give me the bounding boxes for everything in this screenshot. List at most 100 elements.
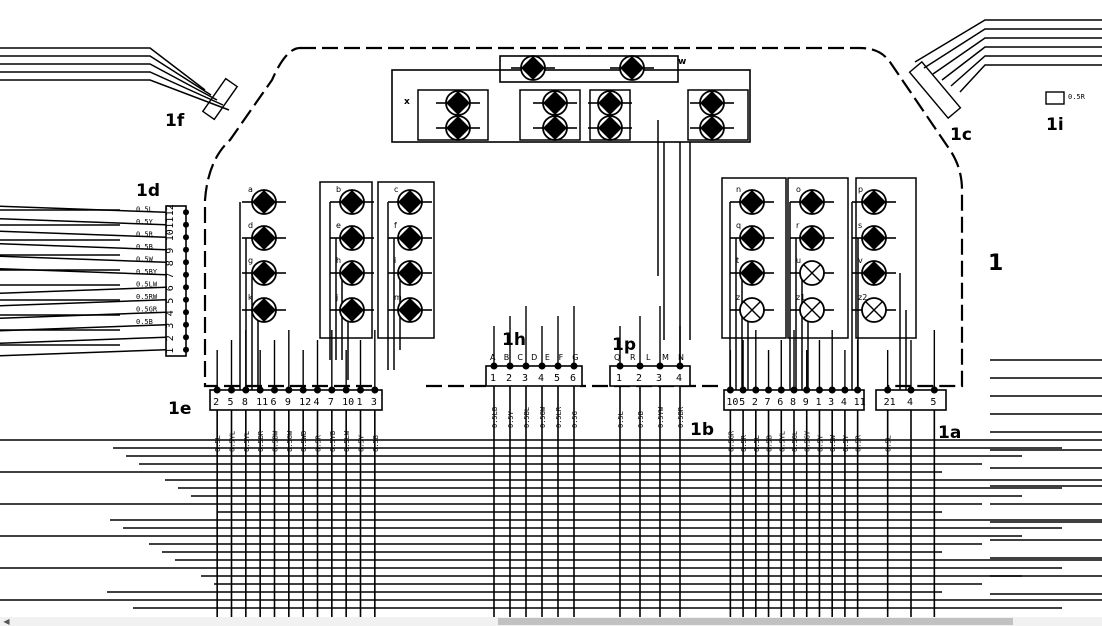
pin-label: 9 (285, 397, 291, 408)
wire-label: 0.5L (214, 435, 222, 452)
wire-label: 0.5GW (539, 406, 547, 428)
wire-label: 0.5W (829, 434, 837, 452)
lamp-top-2 (533, 90, 577, 116)
pin-label: 11 (854, 397, 866, 408)
lamp-letter: k (248, 293, 253, 302)
pin-label: 4 (907, 397, 913, 408)
label-lamp-x: x (404, 97, 410, 107)
pin-letter: A (490, 353, 496, 362)
wire-label: 0.5Y (358, 434, 366, 452)
lamp-letter: q (736, 221, 741, 230)
lamp-letter: c (394, 185, 398, 194)
pin-label: 12 (165, 204, 176, 216)
harness-diagonal-line (0, 71, 224, 106)
harness-diagonal-line (932, 37, 1102, 75)
lamp-letter: s (858, 221, 862, 230)
wire-label: 0.5RW (136, 293, 158, 301)
lamp-b (330, 189, 374, 215)
lamp-letter: v (858, 256, 863, 265)
wire-label: 0.5L (885, 435, 893, 452)
pin-label: 7 (765, 397, 771, 408)
wire-label: 0.5YL (243, 431, 251, 452)
wire-label: 0.5W (136, 255, 154, 263)
wire-label: 0.5GR (727, 430, 735, 452)
pin-label: 11 (165, 217, 176, 229)
lamp-group-box (787, 177, 849, 339)
label-main-panel: 1 (988, 251, 1003, 276)
pin-label: 3 (165, 323, 176, 329)
lamp-letter: f (394, 221, 397, 230)
pin-label: 4 (676, 373, 682, 384)
label-1p: 1p (612, 335, 636, 355)
pin-label: 4 (314, 397, 320, 408)
pin-label: 1 (357, 397, 363, 408)
lamp-d (242, 225, 286, 251)
pin-label: 4 (538, 373, 544, 384)
lamp-letter: e (336, 221, 341, 230)
lamp-letter: i (394, 256, 396, 265)
lamp-z (730, 297, 774, 323)
harness-diagonal-line (0, 55, 212, 96)
lamp-s (852, 225, 896, 251)
harness-diagonal-line (0, 63, 218, 101)
lamp-letter: z (736, 293, 740, 302)
connector-1d: 120.5L110.5Y100.5R90.5B80.5W70.5BY60.5LW… (136, 204, 189, 357)
lamp-a (242, 189, 286, 215)
label-1h: 1h (502, 330, 526, 350)
label-1i: 1i (1046, 115, 1064, 135)
lamp-letter: r (796, 221, 800, 230)
wire-label: 0.5YL (778, 431, 786, 452)
pin-label: 7 (165, 273, 176, 279)
wire-label: 0.5R (855, 434, 863, 452)
wire-label: 0.5GW (286, 430, 294, 452)
lamp-letter: z2 (858, 293, 867, 302)
lamp-top-3 (533, 115, 577, 141)
wire-label: 0.5R (315, 434, 323, 452)
pin-letter: E (545, 353, 550, 362)
horizontal-scrollbar[interactable]: ◀ (0, 617, 1102, 626)
lamp-top-0 (610, 55, 654, 81)
lamp-n (730, 189, 774, 215)
pin-label: 4 (841, 397, 847, 408)
harness-diagonal-line (941, 46, 1102, 81)
pin-label: 7 (328, 397, 334, 408)
label-1a: 1a (938, 423, 961, 443)
lamp-group-box (519, 89, 581, 141)
lamp-group-box (855, 177, 917, 339)
scrollbar-thumb[interactable] (498, 618, 1013, 625)
lamp-q (730, 225, 774, 251)
lamp-letter: p (858, 185, 863, 194)
pin-label: 5 (165, 298, 176, 304)
wire-label: 0.5Y (507, 410, 515, 428)
wire-label: 0.5Y (816, 434, 824, 452)
pin-letter: R (630, 353, 636, 362)
lamp-group-box (721, 177, 787, 339)
lamp-group-box (687, 89, 749, 141)
lamp-letter: m (394, 293, 402, 302)
pin-label: 4 (165, 310, 176, 316)
pin-label: 5 (228, 397, 234, 408)
lamp-letter: u (796, 256, 801, 265)
lamp-v (852, 260, 896, 286)
pin-letter: B (504, 353, 510, 362)
arrow-left-icon[interactable]: ◀ (3, 617, 10, 626)
pin-label: 1 (165, 348, 176, 354)
label-lamp-w: w (678, 57, 686, 67)
pin-label: 9 (165, 248, 176, 254)
wire-label: 0.5WB (300, 431, 308, 452)
lamp-x (436, 90, 480, 116)
lamp-z2 (852, 297, 896, 323)
pin-label: 1 (616, 373, 622, 384)
wire-label: 0.5YB (329, 431, 337, 452)
wire-label: 0.5R (740, 434, 748, 452)
pin-letter: C (517, 353, 523, 362)
pin-label: 5 (554, 373, 560, 384)
top-lamp-block (391, 69, 751, 143)
connector-1f (201, 77, 239, 121)
pin-letter: L (646, 353, 651, 362)
lamp-e (330, 225, 374, 251)
pin-label: 5 (739, 397, 745, 408)
lamp-letter: z1 (796, 293, 805, 302)
pin-label: 6 (777, 397, 783, 408)
